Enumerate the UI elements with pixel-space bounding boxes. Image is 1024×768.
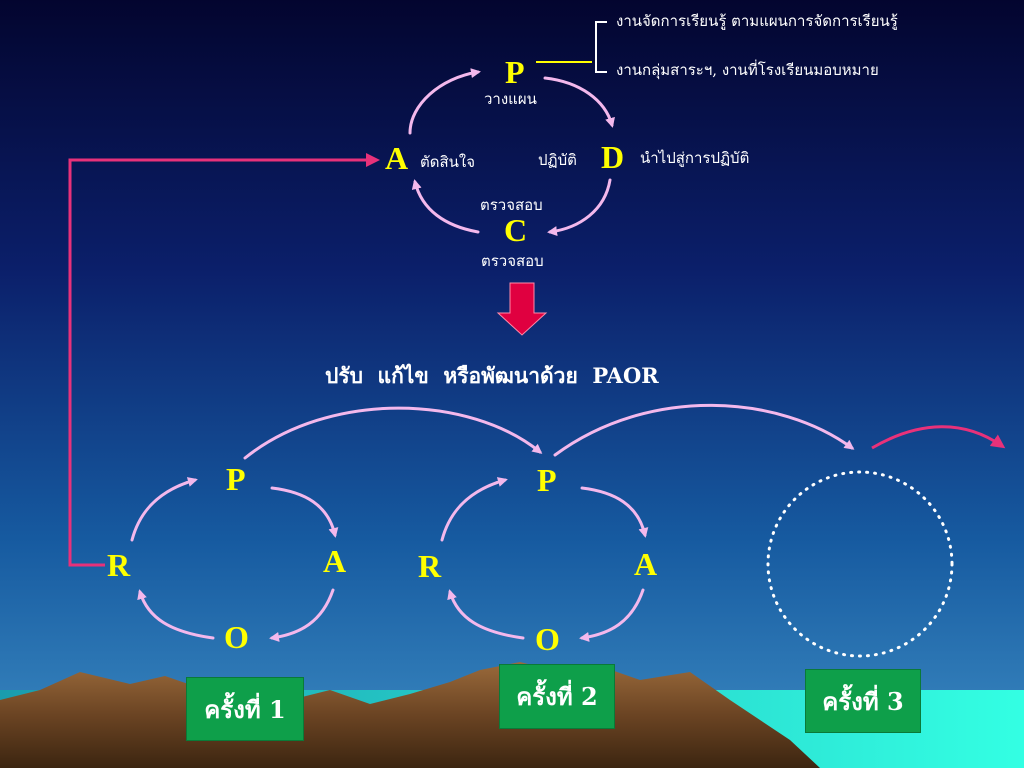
pdca-d-note: นำไปสู่การปฏิบัติ [640,149,750,167]
pdca-d-letter: D [601,139,625,175]
cycle-2-o: O [535,621,560,657]
cycle-1-r: R [107,547,131,583]
bracket-line-1: งานจัดการเรียนรู้ ตามแผนการจัดการเรียนรู… [616,12,898,30]
cycle-1-o: O [224,619,249,655]
cycle-connectors [243,403,855,460]
round-1-label: ครั้งที่ 1 [186,677,304,741]
round-3-label: ครั้งที่ 3 [805,669,921,733]
pdca-p-label: วางแผน [484,90,537,108]
pdca-cycle-arrows [408,68,615,237]
bracket-line-2: งานกลุ่มสาระฯ, งานที่โรงเรียนมอบหมาย [616,61,879,79]
paor-title: ปรับ แก้ไข หรือพัฒนาด้วย PAOR [325,363,659,388]
pdca-c-label-bottom: ตรวจสอบ [481,252,544,270]
paor-cycle-1-arrows [130,477,339,642]
pdca-d-label: ปฏิบัติ [538,151,577,169]
pdca-c-letter: C [504,212,528,248]
down-arrow [496,282,548,336]
pdca-a-label: ตัดสินใจ [420,153,476,171]
cycle-2-p: P [537,462,557,498]
cycle-2-r: R [418,548,442,584]
pdca-a-letter: A [385,140,409,176]
feedback-line [68,153,380,567]
cycle-1-p: P [226,461,246,497]
continue-arrow [871,425,1006,450]
pdca-c-label-top: ตรวจสอบ [480,196,543,214]
future-cycle-circle [766,470,954,658]
cycle-1-a: A [323,543,347,579]
cycle-2-a: A [634,546,658,582]
pdca-bracket [536,21,607,73]
pdca-p-letter: P [505,54,525,90]
round-2-label: ครั้งที่ 2 [499,664,615,729]
paor-cycle-2-arrows [440,477,649,642]
